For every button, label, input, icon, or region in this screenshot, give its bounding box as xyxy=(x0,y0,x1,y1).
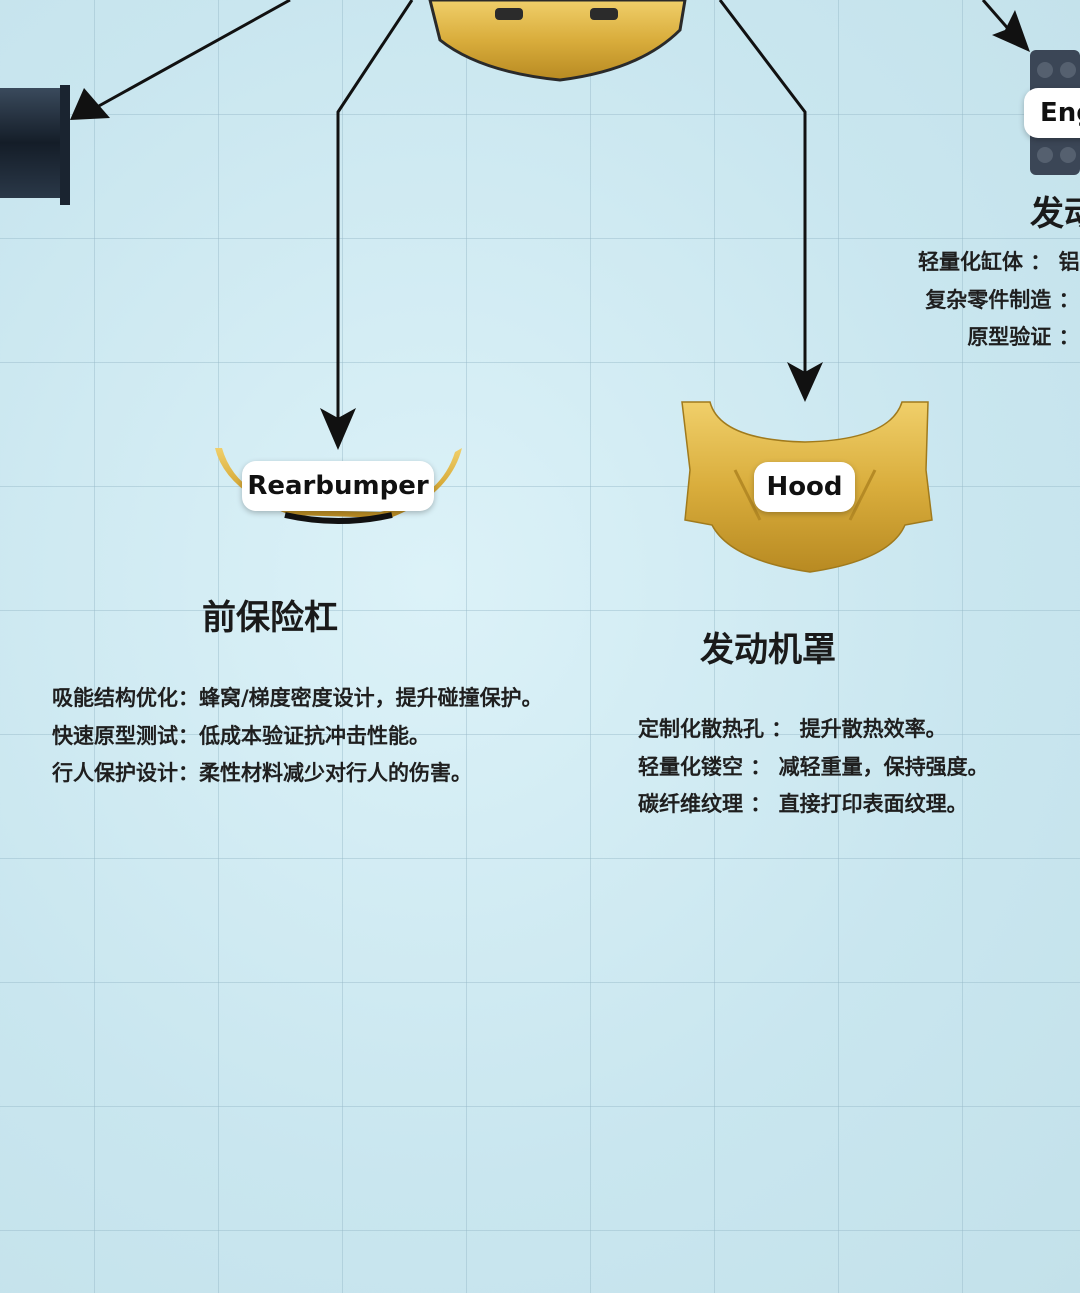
rearbumper-label: Rearbumper xyxy=(242,461,434,511)
engine-label: Eng xyxy=(1024,88,1080,138)
engine-line: 轻量化缸体 ： 铝 xyxy=(918,250,1080,274)
front-bumper-line: 快速原型测试：低成本验证抗冲击性能。 xyxy=(52,723,430,748)
arrows xyxy=(87,0,1020,425)
front-bumper-title: 前保险杠 xyxy=(202,598,338,638)
hood-line: 轻量化镂空 ： 减轻重量，保持强度。 xyxy=(638,754,989,779)
front-bumper-line: 吸能结构优化：蜂窝/梯度密度设计，提升碰撞保护。 xyxy=(52,686,543,710)
rearbumper-part-image xyxy=(215,448,462,524)
exhaust-part-image xyxy=(0,85,70,205)
car-body-image xyxy=(428,0,687,82)
engine-title: 发动 xyxy=(1030,194,1080,234)
front-bumper-description: 吸能结构优化：蜂窝/梯度密度设计，提升碰撞保护。 快速原型测试：低成本验证抗冲击… xyxy=(52,680,543,793)
hood-description: 定制化散热孔 ： 提升散热效率。 轻量化镂空 ： 减轻重量，保持强度。 碳纤维纹… xyxy=(638,711,989,824)
hood-line: 碳纤维纹理 ： 直接打印表面纹理。 xyxy=(638,792,968,816)
engine-description: 轻量化缸体 ： 铝 复杂零件制造 ： 原型验证 ： xyxy=(918,244,1080,357)
engine-line: 复杂零件制造 ： xyxy=(925,287,1080,312)
engine-line: 原型验证 ： xyxy=(967,325,1080,349)
hood-label: Hood xyxy=(754,462,855,512)
hood-title: 发动机罩 xyxy=(700,630,836,670)
arrow-heads xyxy=(70,10,1030,450)
front-bumper-line: 行人保护设计：柔性材料减少对行人的伤害。 xyxy=(52,761,472,785)
hood-line: 定制化散热孔 ： 提升散热效率。 xyxy=(638,717,947,741)
